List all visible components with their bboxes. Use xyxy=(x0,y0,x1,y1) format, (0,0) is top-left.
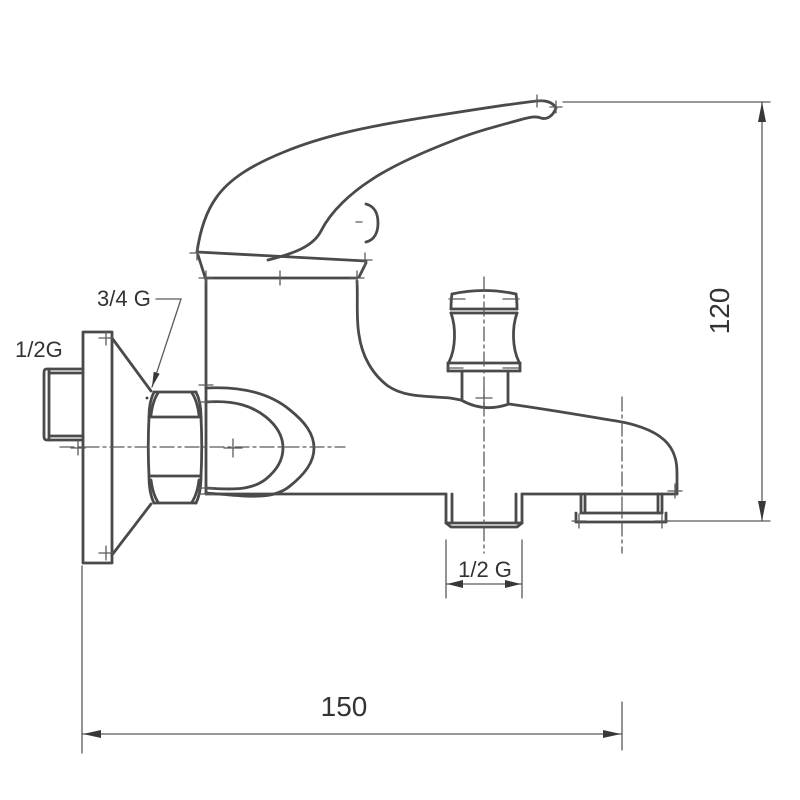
arrow-leader-nut xyxy=(152,371,160,387)
centerlines xyxy=(59,276,623,554)
leader-dot xyxy=(145,396,149,400)
cartridge-head xyxy=(195,250,463,402)
body-inner-boss xyxy=(204,400,285,491)
wall-pipe-nipple xyxy=(42,367,85,442)
label-wall-connection: 1/2G xyxy=(15,337,63,362)
lever-hub-cover xyxy=(364,202,380,244)
spout-outlet xyxy=(574,492,668,524)
label-shower-outlet: 1/2 G xyxy=(458,557,512,582)
wall-plate xyxy=(81,330,114,565)
dimension-height-value: 120 xyxy=(704,288,735,335)
tick-marks xyxy=(70,94,683,561)
label-nut-connection: 3/4 G xyxy=(97,286,151,311)
arrowheads xyxy=(83,102,766,738)
arrow-150-left xyxy=(83,730,101,738)
text-labels: 1/2G 3/4 G 1/2 G 150 120 xyxy=(15,286,735,722)
arrow-halfg-left xyxy=(447,580,463,588)
arrow-150-right xyxy=(603,730,621,738)
object-lines xyxy=(42,99,679,565)
mixer-body xyxy=(204,276,679,498)
thin-lines xyxy=(59,94,771,754)
arrow-120-top xyxy=(758,102,766,122)
body-outer-boss xyxy=(204,386,316,498)
dimension-150 xyxy=(81,565,623,754)
arrow-120-bottom xyxy=(758,501,766,521)
dimension-width-value: 150 xyxy=(321,691,368,722)
arrow-halfg-right xyxy=(505,580,521,588)
hex-nut xyxy=(146,390,204,505)
escutcheon-cone xyxy=(110,336,153,557)
lever-handle xyxy=(195,99,558,262)
dimension-120 xyxy=(562,101,771,522)
leader-nut-thread xyxy=(151,298,182,388)
